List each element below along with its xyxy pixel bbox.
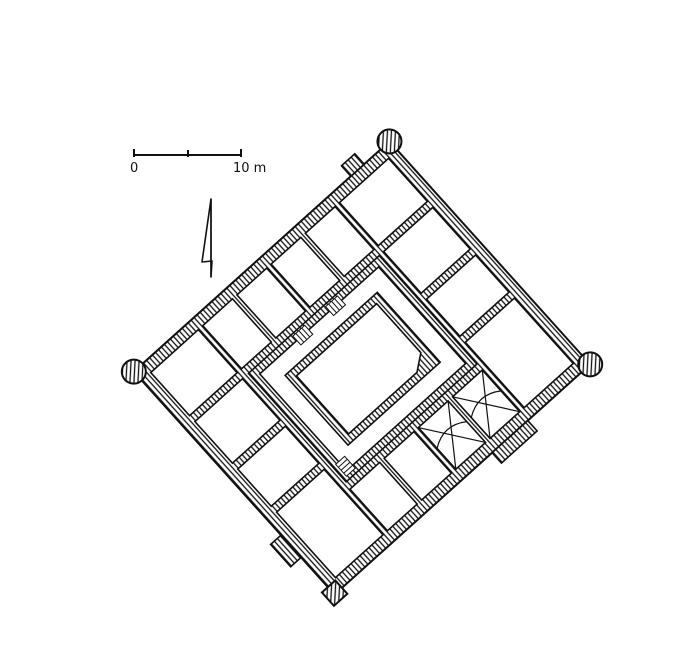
room [236, 425, 320, 508]
room [382, 206, 472, 295]
room [149, 328, 239, 417]
north-projection [340, 152, 366, 178]
entrance-porch [490, 419, 539, 465]
room [425, 253, 511, 338]
scale-end-label: 10 m [233, 161, 266, 176]
courtyard [295, 302, 422, 435]
room [383, 430, 453, 502]
vaulted-hall [418, 369, 520, 470]
corner-buttress-south [320, 579, 349, 608]
room [193, 377, 282, 465]
corner-tower-west [120, 358, 147, 385]
corner-tower-north [376, 128, 403, 155]
staircase-group [292, 295, 357, 477]
room [275, 468, 385, 579]
room [464, 296, 575, 409]
north-arrow-icon [201, 198, 213, 278]
scale-start-label: 0 [130, 161, 138, 176]
room [304, 205, 375, 278]
room [348, 461, 419, 532]
rooms [149, 157, 575, 579]
building-plan [120, 128, 604, 608]
room [270, 236, 341, 309]
room [338, 157, 429, 247]
corner-tower-east [577, 351, 604, 378]
room [201, 297, 273, 370]
room [235, 266, 307, 340]
side-projection [269, 533, 303, 568]
scale-bar: 0 10 m [130, 149, 266, 176]
